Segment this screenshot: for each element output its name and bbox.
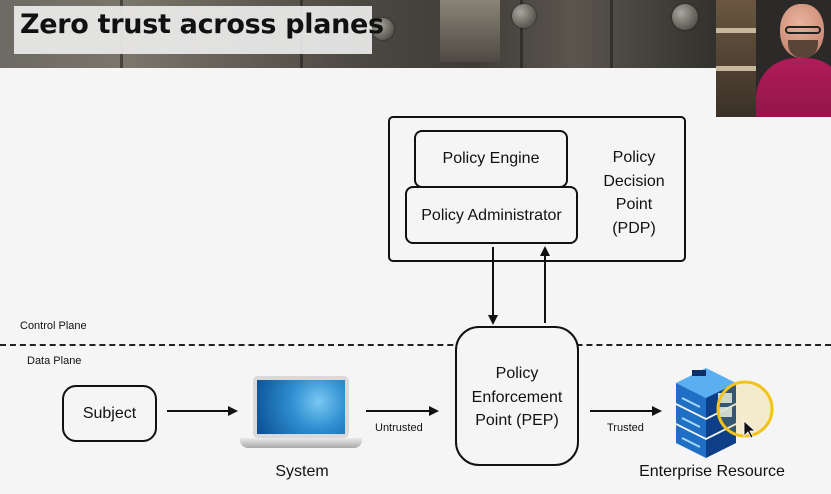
page-title: Zero trust across planes bbox=[20, 9, 384, 40]
enterprise-resource-label: Enterprise Resource bbox=[639, 463, 785, 480]
pdp-label-line: (PDP) bbox=[612, 220, 656, 237]
pdp-label-line: Policy bbox=[612, 149, 656, 166]
pdp-label-line: Point bbox=[615, 196, 653, 213]
plane-divider-line bbox=[0, 344, 831, 346]
policy-engine-label: Policy Engine bbox=[442, 150, 540, 167]
presenter-glasses bbox=[785, 26, 821, 34]
control-plane-label: Control Plane bbox=[20, 320, 87, 332]
banner-hinge bbox=[440, 0, 500, 62]
data-plane-label: Data Plane bbox=[27, 355, 82, 367]
system-label: System bbox=[275, 463, 329, 480]
laptop-base bbox=[240, 438, 362, 448]
untrusted-edge-label: Untrusted bbox=[375, 422, 423, 434]
banner-bolt bbox=[672, 4, 698, 30]
presenter-webcam bbox=[716, 0, 831, 117]
banner-bolt bbox=[512, 4, 536, 28]
banner-bolt bbox=[372, 18, 394, 40]
banner-plank-line bbox=[610, 0, 613, 68]
presenter-beard bbox=[788, 40, 818, 58]
pep-label-line: Enforcement bbox=[471, 389, 563, 406]
subject-label: Subject bbox=[82, 405, 137, 422]
cursor-highlight-ring bbox=[716, 380, 774, 438]
webcam-shelf-board bbox=[716, 66, 756, 71]
webcam-bookshelf bbox=[716, 0, 756, 117]
pdp-label-line: Decision bbox=[603, 173, 665, 190]
laptop-icon bbox=[253, 376, 349, 438]
title-backdrop bbox=[14, 6, 372, 54]
policy-administrator-box bbox=[405, 186, 578, 244]
subject-box bbox=[62, 385, 157, 442]
policy-administrator-label: Policy Administrator bbox=[421, 207, 562, 224]
pep-label-line: Point (PEP) bbox=[475, 412, 559, 429]
enterprise-resource-icon bbox=[676, 368, 736, 458]
webcam-shelf-board bbox=[716, 28, 756, 33]
banner-plank-line bbox=[520, 0, 523, 68]
mouse-cursor-icon bbox=[743, 420, 757, 439]
laptop-display bbox=[257, 380, 345, 434]
header-banner: Zero trust across planes bbox=[0, 0, 716, 68]
trusted-edge-label: Trusted bbox=[607, 422, 644, 434]
pep-label-line: Policy bbox=[495, 365, 539, 382]
presenter-body bbox=[756, 58, 831, 117]
pep-box bbox=[455, 326, 579, 466]
